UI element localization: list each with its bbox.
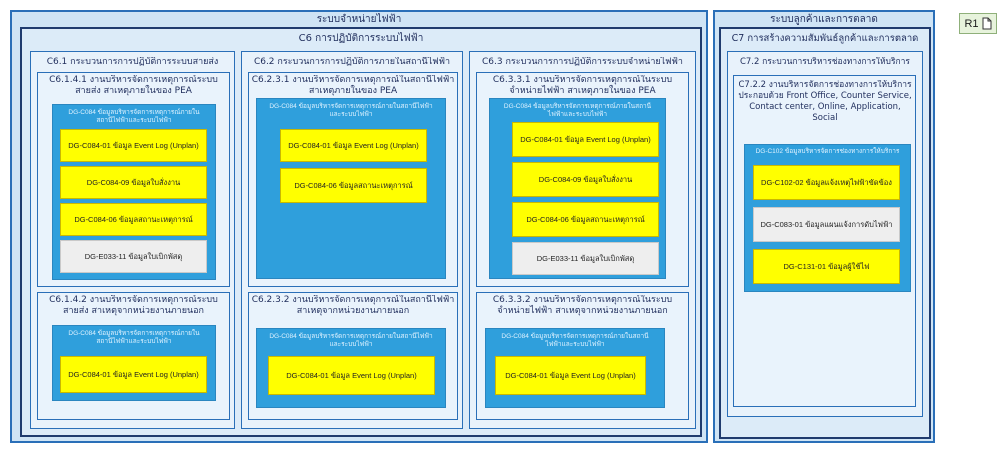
dg-c084-group-title: DG-C084 ข้อมูลบริหารจัดการเหตุการณ์ภายใน… xyxy=(68,330,200,345)
column-substation-title: C6.2 กระบวนการการปฏิบัติการภายในสถานีไฟฟ… xyxy=(253,57,451,67)
dg-c084-group-title: DG-C084 ข้อมูลบริหารจัดการเหตุการณ์ภายใน… xyxy=(269,333,433,348)
dg-c084-group-title: DG-C084 ข้อมูลบริหารจัดการเหตุการณ์ภายใน… xyxy=(503,103,652,118)
data-item-e033-11[interactable]: DG-E033-11 ข้อมูลใบเบิกพัสดุ xyxy=(60,240,207,273)
process-c6332-title: C6.3.3.2 งานบริหารจัดการเหตุการณ์ในระบบจ… xyxy=(492,295,673,316)
process-c722-title: C7.2.2 งานบริหารจัดการช่องทางการให้บริกา… xyxy=(738,80,912,123)
data-item-c084-06[interactable]: DG-C084-06 ข้อมูลสถานะเหตุการณ์ xyxy=(280,168,427,203)
data-item-c084-01[interactable]: DG-C084-01 ข้อมูล Event Log (Unplan) xyxy=(495,356,646,395)
dg-c084-group-title: DG-C084 ข้อมูลบริหารจัดการเหตุการณ์ภายใน… xyxy=(501,333,649,348)
data-item-c084-01[interactable]: DG-C084-01 ข้อมูล Event Log (Unplan) xyxy=(280,129,427,162)
column-c72-title: C7.2 กระบวนการบริหารช่องทางการให้บริการ xyxy=(739,57,911,67)
crm-title: C7 การสร้างความสัมพันธ์ลูกค้าและการตลาด xyxy=(731,33,919,44)
dg-c102-group-title: DG-C102 ข้อมูลบริหารจัดการช่องทางการให้บ… xyxy=(755,148,900,155)
process-c6141-title: C6.1.4.1 งานบริหารจัดการเหตุการณ์ระบบสาย… xyxy=(49,75,218,96)
data-item-c084-06[interactable]: DG-C084-06 ข้อมูลสถานะเหตุการณ์ xyxy=(512,202,659,237)
data-item-c084-01[interactable]: DG-C084-01 ข้อมูล Event Log (Unplan) xyxy=(60,129,207,162)
data-item-c084-06[interactable]: DG-C084-06 ข้อมูลสถานะเหตุการณ์ xyxy=(60,203,207,236)
data-item-e033-11[interactable]: DG-E033-11 ข้อมูลใบเบิกพัสดุ xyxy=(512,242,659,275)
r1-label: R1 xyxy=(964,17,979,30)
data-item-c084-09[interactable]: DG-C084-09 ข้อมูลใบสั่งงาน xyxy=(512,162,659,197)
r1-badge[interactable]: R1 xyxy=(959,13,997,34)
data-item-c102-02[interactable]: DG-C102-02 ข้อมูลแจ้งเหตุไฟฟ้าขัดข้อง xyxy=(753,165,900,200)
data-item-c084-01[interactable]: DG-C084-01 ข้อมูล Event Log (Unplan) xyxy=(512,122,659,157)
dg-c084-group-title: DG-C084 ข้อมูลบริหารจัดการเหตุการณ์ภายใน… xyxy=(68,109,200,124)
process-c6232-title: C6.2.3.2 งานบริหารจัดการเหตุการณ์ในสถานี… xyxy=(251,295,455,316)
dg-c084-group-title: DG-C084 ข้อมูลบริหารจัดการเหตุการณ์ภายใน… xyxy=(269,103,433,118)
column-distribution-title: C6.3 กระบวนการการปฏิบัติการระบบจำหน่ายไฟ… xyxy=(482,57,683,67)
data-item-c084-01[interactable]: DG-C084-01 ข้อมูล Event Log (Unplan) xyxy=(60,356,207,393)
process-c6331-title: C6.3.3.1 งานบริหารจัดการเหตุการณ์ในระบบจ… xyxy=(492,75,673,96)
column-transmission-title: C6.1 กระบวนการการปฏิบัติการระบบสายส่ง xyxy=(46,57,219,67)
process-c6142-title: C6.1.4.2 งานบริหารจัดการเหตุการณ์ระบบสาย… xyxy=(49,295,218,316)
data-item-c084-09[interactable]: DG-C084-09 ข้อมูลใบสั่งงาน xyxy=(60,166,207,199)
document-icon xyxy=(982,17,992,30)
data-item-c084-01[interactable]: DG-C084-01 ข้อมูล Event Log (Unplan) xyxy=(268,356,435,395)
customer-marketing-title: ระบบลูกค้าและการตลาด xyxy=(770,14,878,25)
data-item-c131-01[interactable]: DG-C131-01 ข้อมูลผู้ใช้ไฟ xyxy=(753,249,900,284)
process-c6231-title: C6.2.3.1 งานบริหารจัดการเหตุการณ์ในสถานี… xyxy=(251,75,455,96)
operations-title: C6 การปฏิบัติการระบบไฟฟ้า xyxy=(298,33,424,44)
data-item-c083-01[interactable]: DG-C083-01 ข้อมูลแผนแจ้งการดับไฟฟ้า xyxy=(753,207,900,242)
distribution-system-title: ระบบจำหน่ายไฟฟ้า xyxy=(316,14,402,25)
